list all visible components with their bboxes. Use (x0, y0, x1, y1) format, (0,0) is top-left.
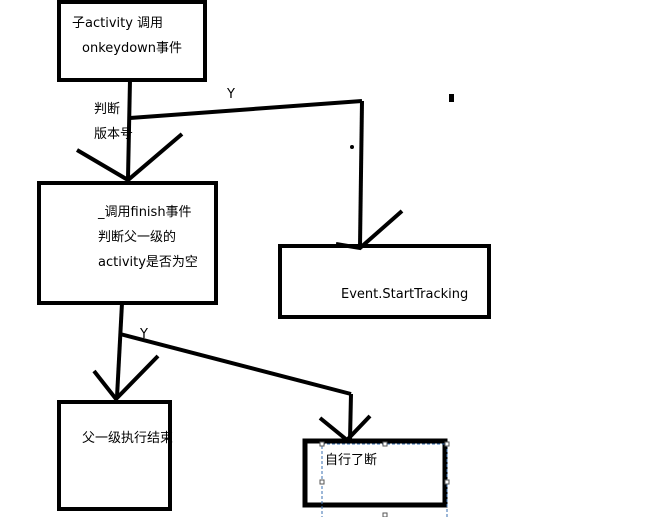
arrowhead-tracking (335, 209, 404, 251)
arrowhead-finish (75, 132, 184, 183)
selection-handle (319, 441, 325, 447)
connector-tracking-down (358, 100, 364, 247)
parent-end-box-text: 父一级执行结束 (82, 431, 174, 446)
connector-start-down (126, 79, 132, 179)
start-box (57, 0, 207, 82)
finish-box-line3: activity是否为空 (98, 255, 198, 270)
stray-dot (350, 145, 354, 149)
connector-self-end-down (348, 393, 353, 441)
connector-finish-down (115, 302, 124, 398)
finish-box-line2: 判断父一级的 (98, 230, 177, 245)
selection-handle (444, 441, 450, 447)
tracking-box-text: Event.StartTracking (341, 287, 469, 302)
connector-yes-top (129, 99, 363, 120)
stray-mark (449, 94, 454, 102)
start-box-line1: 子activity 调用 (72, 16, 164, 31)
selection-handle (444, 479, 450, 485)
check-version-label-2: 版本号 (94, 127, 134, 142)
arrowhead-self-end (318, 414, 372, 443)
tracking-box (278, 244, 491, 319)
yes-label-bottom: Y (140, 327, 148, 342)
parent-end-box (57, 400, 172, 511)
finish-box-line1: _调用finish事件 (98, 205, 192, 220)
connector-yes-bottom (119, 332, 352, 396)
selection-handle (382, 441, 388, 447)
selection-handle (319, 479, 325, 485)
finish-box (37, 181, 218, 305)
arrowhead-parent-end (92, 354, 160, 403)
self-end-box (302, 438, 448, 508)
yes-label-top: Y (227, 87, 235, 102)
check-version-label-1: 判断 (94, 102, 121, 117)
selection-handle (382, 512, 388, 517)
start-box-line2: onkeydown事件 (82, 41, 183, 56)
self-end-box-text: 自行了断 (325, 453, 378, 468)
